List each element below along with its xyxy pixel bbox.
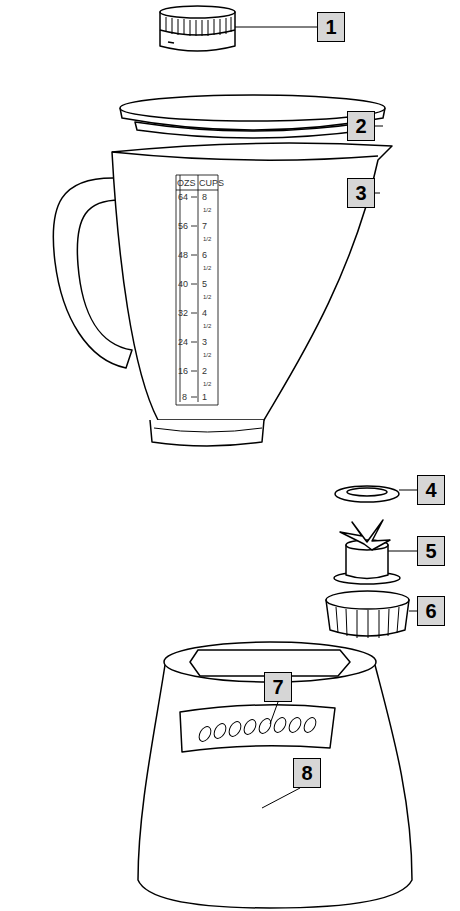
callout-number: 8 [301,763,312,783]
jar-base-collar [326,591,409,638]
scale-marking: 1/2 [203,236,211,242]
scale-marking: 8 [182,393,187,402]
callout-number: 7 [272,677,283,697]
callout-number: 1 [325,17,336,37]
leader-line [262,788,300,808]
scale-marking: 2 [202,367,207,376]
callout-number: 6 [425,601,436,621]
leader-line [409,611,417,612]
jar-lid [120,95,385,138]
scale-marking: 4 [202,309,207,318]
sealing-ring [335,486,399,502]
scale-marking: 32 [178,309,188,318]
scale-marking: OZS [177,179,196,188]
scale-marking: 3 [202,338,207,347]
scale-marking: 56 [178,222,188,231]
scale-marking: 8 [202,193,207,202]
leader-line [235,27,317,28]
scale-marking: 48 [178,251,188,260]
callout-box: 8 [293,758,321,788]
scale-marking: 1/2 [203,294,211,300]
scale-marking: 1 [202,393,207,402]
callout-box: 6 [417,596,445,626]
scale-marking: 1/2 [203,381,211,387]
callout-box: 5 [417,536,445,566]
scale-marking: CUPS [199,179,224,188]
callout-number: 5 [425,541,436,561]
leader-line [388,551,417,552]
callout-box: 2 [347,111,375,141]
scale-marking: 5 [202,280,207,289]
blade-assembly [334,520,400,584]
callout-number: 2 [355,116,366,136]
scale-marking: 7 [202,222,207,231]
lid-cap [160,6,235,51]
scale-marking: 1/2 [203,265,211,271]
blender-jar [53,143,392,446]
scale-marking: 24 [178,338,188,347]
scale-marking: 16 [178,367,188,376]
leader-line [399,490,417,491]
scale-marking: 64 [178,193,188,202]
motor-base [138,642,412,908]
scale-marking: 6 [202,251,207,260]
callout-number: 4 [425,480,436,500]
leader-line [270,702,278,724]
scale-marking: 1/2 [203,207,211,213]
scale-marking: 1/2 [203,352,211,358]
callout-box: 4 [417,475,445,505]
callout-box: 1 [317,12,345,42]
callout-number: 3 [355,183,366,203]
callout-box: 7 [264,672,292,702]
callout-box: 3 [347,178,375,208]
scale-marking: 1/2 [203,323,211,329]
scale-marking: 40 [178,280,188,289]
